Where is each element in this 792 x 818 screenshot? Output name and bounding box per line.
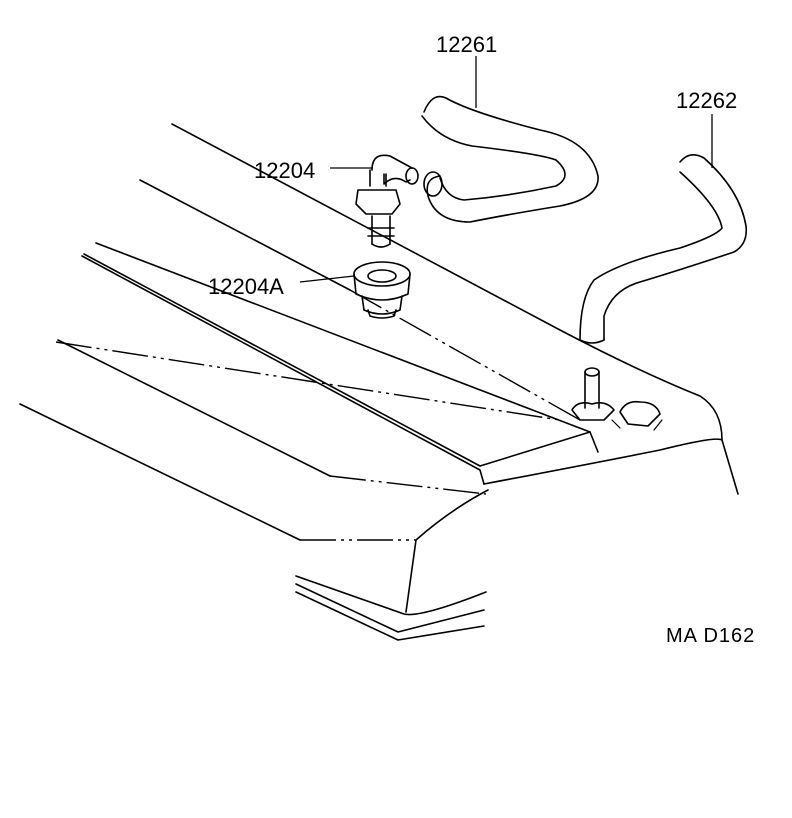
hose-12262: 12262 (579, 88, 748, 344)
part-label-12262: 12262 (676, 88, 737, 113)
diagram-code: MA D162 (666, 625, 755, 647)
part-label-12204: 12204 (254, 158, 315, 183)
part-label-12204A: 12204A (208, 274, 284, 299)
part-label-12261: 12261 (436, 32, 497, 57)
cylinder-head-cover (19, 123, 739, 641)
grommet-12204A: 12204A (208, 261, 411, 319)
hose-12261: 12261 (421, 32, 599, 223)
pcv-valve-12204: 12204 (254, 154, 419, 248)
